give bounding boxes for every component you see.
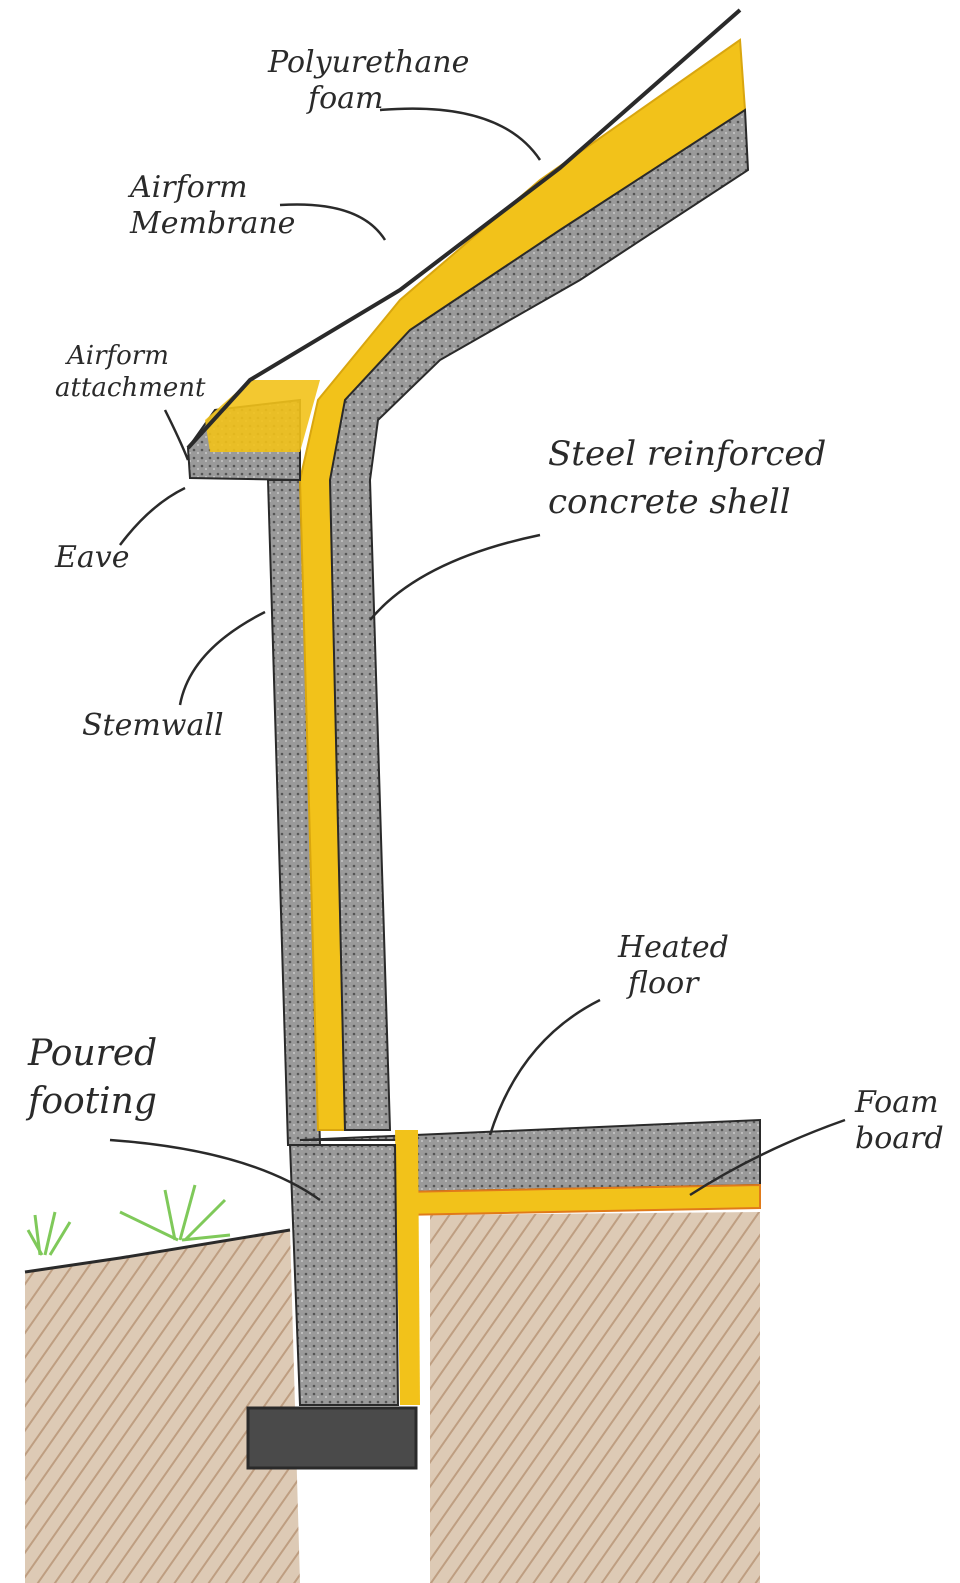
grass-left <box>26 1211 72 1256</box>
grass-right <box>119 1184 231 1242</box>
poured-footing <box>288 1144 400 1406</box>
arrow-eave <box>119 486 186 546</box>
footing-foam <box>395 1130 420 1405</box>
label-heated-floor: Heated floor <box>618 930 729 1001</box>
label-foam-board: Foam board <box>855 1085 944 1156</box>
label-stemwall: Stemwall <box>82 708 224 743</box>
label-airform-attachment: Airform attachment <box>55 341 206 403</box>
label-poured-footing: Poured footing <box>28 1033 158 1122</box>
arrow-attachment <box>163 409 190 461</box>
label-eave: Eave <box>55 540 130 575</box>
arrow-polyurethane <box>379 107 542 161</box>
arrow-steel <box>369 533 541 621</box>
soil-fill-inner <box>430 1212 760 1583</box>
arrow-stemwall <box>178 610 266 706</box>
concrete-shell <box>328 108 750 1131</box>
label-polyurethane-foam: Polyurethane foam <box>268 45 470 116</box>
airform-membrane <box>186 8 742 450</box>
eave-foam <box>205 380 320 452</box>
soil-fill <box>25 1230 300 1583</box>
arrow-footing <box>109 1138 321 1202</box>
arrow-heated <box>488 998 601 1136</box>
leader-lines <box>109 107 846 1202</box>
ground-line <box>24 1228 291 1274</box>
arrow-foam-board <box>689 1118 846 1197</box>
label-airform-membrane: Airform Membrane <box>130 170 296 241</box>
label-steel-reinforced-concrete-shell: Steel reinforced concrete shell <box>548 434 827 522</box>
arrow-membrane <box>279 203 387 241</box>
footing-pad <box>246 1406 418 1470</box>
